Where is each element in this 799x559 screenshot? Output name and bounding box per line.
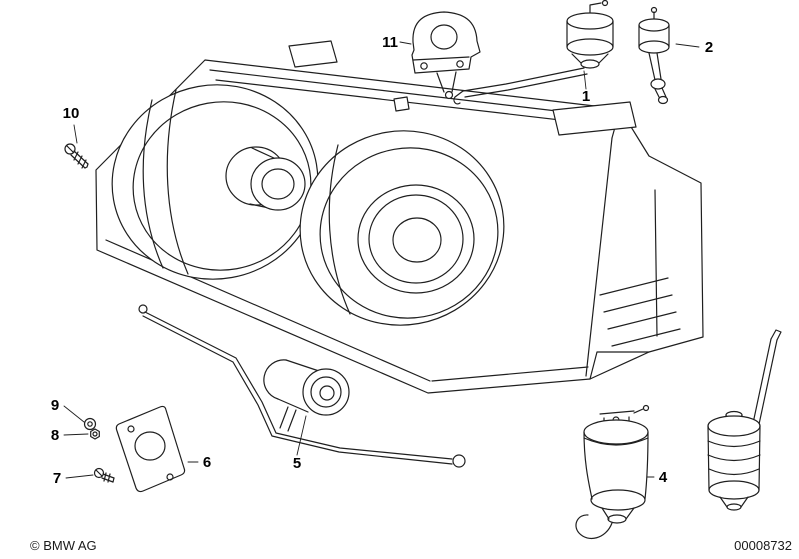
vacuum-actuator-part-4 <box>575 404 650 540</box>
callout-10-leader <box>73 124 78 144</box>
callout-8-leader <box>63 433 89 436</box>
bracket-large-hole <box>430 24 458 50</box>
callout-6-label[interactable]: 6 <box>203 454 211 471</box>
plate-small-hole <box>166 473 174 481</box>
callout-5-leader <box>296 415 307 456</box>
washer-part-9 <box>83 417 97 431</box>
callout-2-leader <box>675 43 700 48</box>
plate-large-hole <box>134 431 166 461</box>
control-rod-linkage <box>138 304 466 468</box>
housing-vent-slats <box>599 277 681 347</box>
callout-8-label[interactable]: 8 <box>51 427 59 444</box>
callout-10: 10 <box>63 105 80 144</box>
copyright-text: © BMW AG <box>30 538 97 553</box>
screw-part-10 <box>64 143 89 169</box>
callout-9-label[interactable]: 9 <box>51 397 59 414</box>
callouts: 1 2 4 5 6 7 8 9 <box>51 34 713 487</box>
housing-top-fittings <box>288 40 637 136</box>
callout-1-leader <box>583 70 587 90</box>
plate-small-hole <box>127 425 135 433</box>
bracket-small-hole <box>456 60 464 68</box>
actuator-rod <box>462 67 585 92</box>
callout-1: 1 <box>582 70 590 105</box>
callout-11-leader <box>399 41 412 45</box>
rod-end-eye <box>452 454 466 468</box>
callout-6: 6 <box>187 454 211 471</box>
callout-2: 2 <box>675 39 713 56</box>
pull-rod <box>751 338 772 429</box>
blower-shaft-front <box>250 157 306 211</box>
bracket-small-hole <box>420 62 428 70</box>
callout-10-label[interactable]: 10 <box>63 105 80 122</box>
callout-7-label[interactable]: 7 <box>53 470 61 487</box>
callout-4: 4 <box>646 469 668 486</box>
lever-pivot <box>444 90 454 100</box>
vacuum-actuator-part-1 <box>453 0 614 105</box>
document-number: 00008732 <box>734 538 792 553</box>
callout-9: 9 <box>51 397 85 423</box>
callout-5-label[interactable]: 5 <box>293 455 301 472</box>
actuator-hook <box>575 514 613 540</box>
callout-11-label[interactable]: 11 <box>382 34 398 51</box>
actuator-part-5 <box>263 359 350 432</box>
callout-5: 5 <box>293 415 307 472</box>
bracket-part-11 <box>411 11 481 100</box>
vacuum-valve-part-2 <box>638 6 670 105</box>
callout-7-leader <box>65 474 94 479</box>
callout-2-label[interactable]: 2 <box>705 39 713 56</box>
callout-1-label[interactable]: 1 <box>582 88 590 105</box>
callout-7: 7 <box>53 470 94 487</box>
mounting-plate-part-6 <box>115 405 186 493</box>
vacuum-actuator-with-rod <box>707 329 782 511</box>
callout-8: 8 <box>51 427 89 444</box>
left-blower-drum <box>111 84 319 280</box>
right-blower-drum <box>299 130 505 326</box>
screw-part-7 <box>93 467 115 483</box>
nut-part-8 <box>90 428 100 440</box>
callout-4-label[interactable]: 4 <box>659 469 668 486</box>
callout-11: 11 <box>382 34 412 51</box>
callout-9-leader <box>63 405 85 423</box>
